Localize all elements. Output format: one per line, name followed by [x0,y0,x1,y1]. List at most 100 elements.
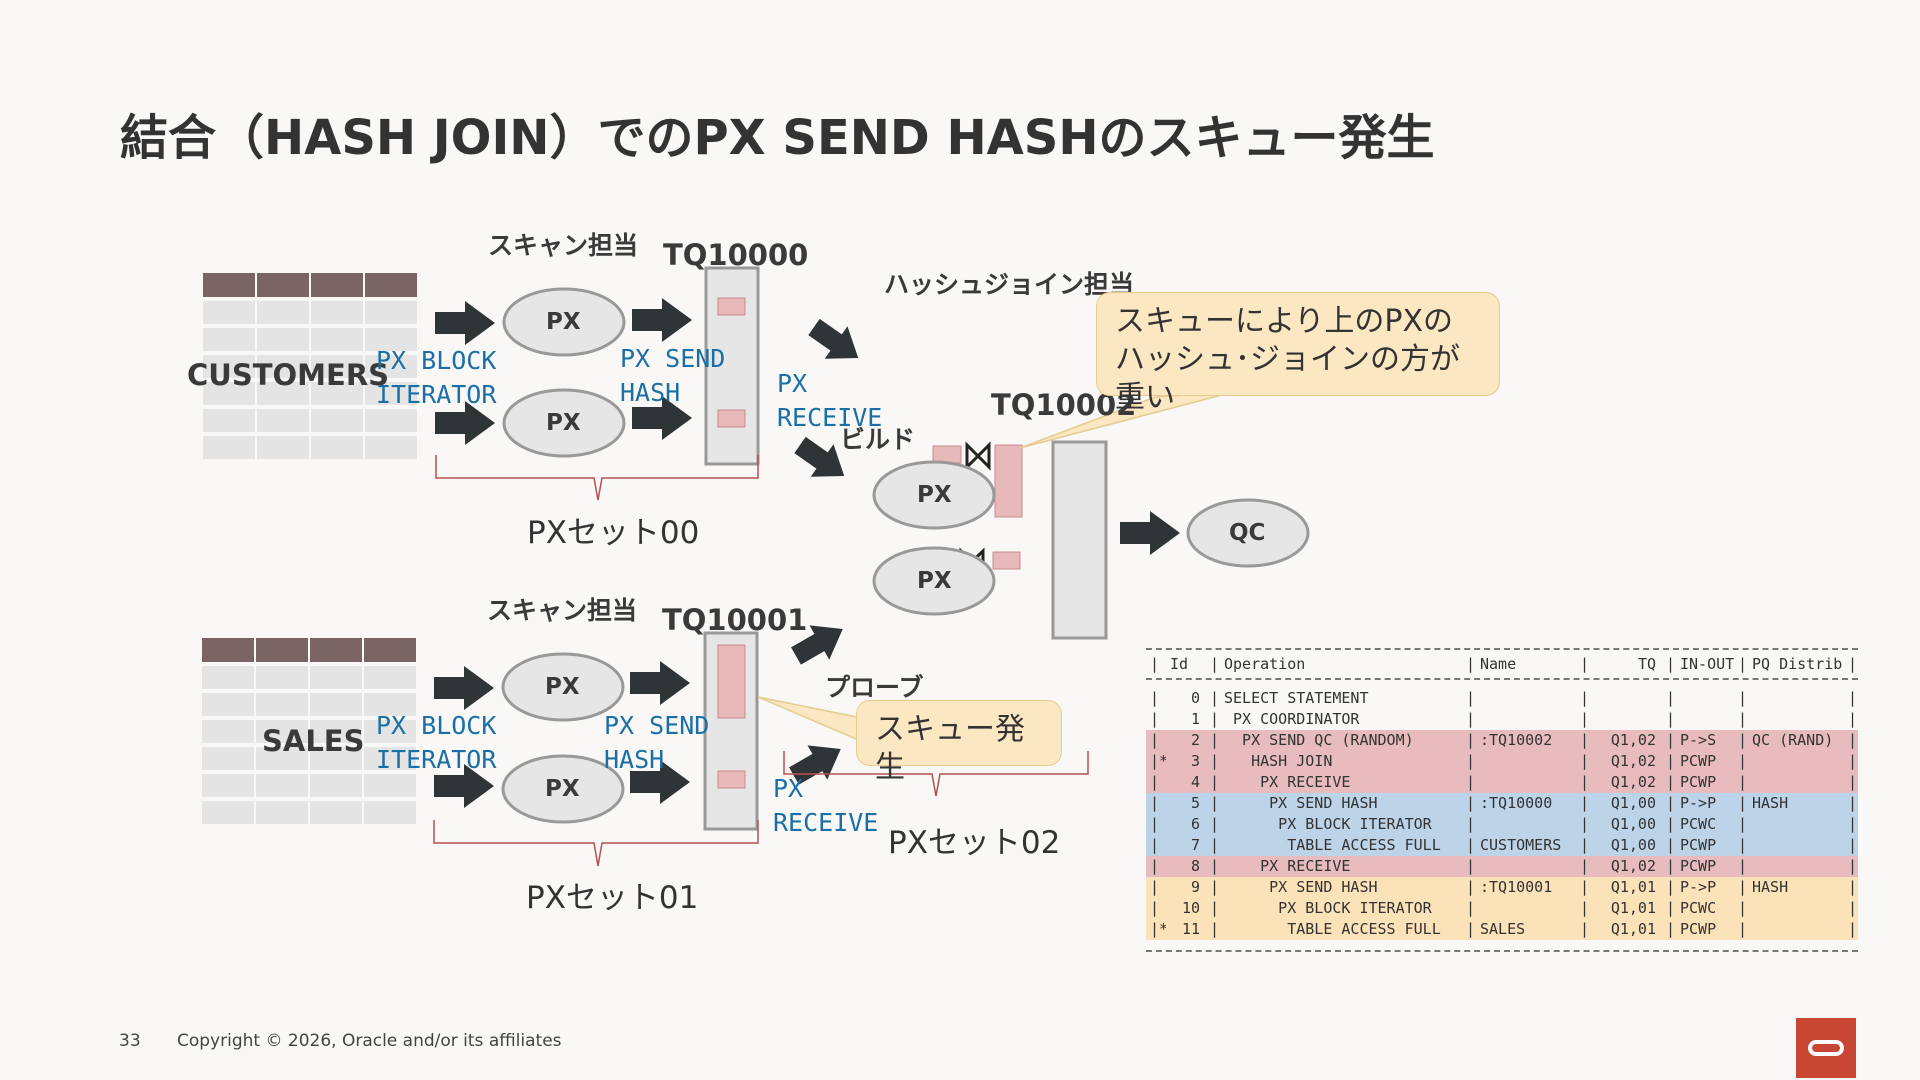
plan-separator: | [1848,752,1858,770]
plan-cell: Q1,02 [1610,773,1656,791]
plan-cell: PX SEND HASH [1224,878,1378,896]
execution-plan: | Id | Operation | Name | TQ | IN-OUT | … [1146,648,1858,952]
plan-header-row: | Id | Operation | Name | TQ | IN-OUT | … [1146,650,1858,678]
plan-separator: | [1150,836,1160,854]
plan-separator: | [1210,857,1220,875]
plan-cell: PX RECEIVE [1224,857,1351,875]
plan-separator: | [1466,920,1476,938]
plan-cell: QC (RAND) [1752,731,1834,749]
plan-cell: Q1,00 [1610,836,1656,854]
plan-separator: | [1738,794,1748,812]
plan-separator: | [1210,794,1220,812]
px-label: PX [546,410,581,436]
plan-separator: | [1666,815,1676,833]
plan-cell [1748,709,1844,730]
plan-row: |7| TABLE ACCESS FULL|CUSTOMERS|Q1,00|PC… [1146,835,1858,856]
px-label: PX [917,482,952,508]
plan-cell [1748,919,1844,940]
arrow-icon [435,301,495,345]
plan-cell: 11 [1181,920,1200,938]
pxset01-label: PXセット01 [526,880,699,916]
plan-divider [1146,950,1858,952]
plan-cell: 10 [1181,899,1200,917]
plan-cell [1476,772,1576,793]
plan-separator: | [1150,815,1160,833]
plan-separator: | [1466,899,1476,917]
plan-separator: | [1738,899,1748,917]
plan-row: |9| PX SEND HASH|:TQ10001|Q1,01|P->P|HAS… [1146,877,1858,898]
plan-cell: 6 [1190,815,1200,833]
plan-separator: | [1210,731,1220,749]
plan-cell: PX COORDINATOR [1224,710,1360,728]
plan-separator: | [1666,689,1676,707]
plan-header-pq: PQ Distrib [1752,655,1843,673]
plan-separator: | [1210,752,1220,770]
plan-separator: | [1738,920,1748,938]
plan-separator: | [1580,689,1590,707]
plan-separator: | [1580,773,1590,791]
plan-cell: P->P [1680,878,1717,896]
skew-explanation-callout: スキューにより上のPXのハッシュ･ジョインの方が重い [1096,292,1500,415]
plan-cell: Q1,01 [1610,899,1656,917]
plan-separator: | [1580,857,1590,875]
brace-pxset02 [783,751,1089,797]
plan-separator: | [1848,731,1858,749]
plan-cell: HASH [1752,878,1789,896]
plan-cell: 1 [1190,710,1200,728]
arrow-icon [1120,511,1180,555]
plan-separator: | [1466,836,1476,854]
plan-separator: | [1466,689,1476,707]
plan-cell: PCWP [1680,920,1717,938]
plan-separator: | [1848,836,1858,854]
arrow-icon [434,666,494,710]
plan-separator: | [1466,815,1476,833]
plan-separator: | [1580,731,1590,749]
plan-cell: :TQ10000 [1480,794,1553,812]
plan-cell: :TQ10001 [1480,878,1553,896]
qc-label: QC [1229,520,1266,546]
plan-cell: PX RECEIVE [1224,773,1351,791]
probe-label: プローブ [825,673,924,702]
plan-cell [1476,751,1576,772]
plan-cell: 0 [1190,689,1200,707]
plan-cell: Q1,01 [1610,878,1656,896]
plan-separator: | [1666,899,1676,917]
plan-cell [1748,772,1844,793]
plan-cell [1748,835,1844,856]
plan-cell: TABLE ACCESS FULL [1224,920,1441,938]
plan-cell: 3 [1190,752,1200,770]
plan-separator: | [1848,794,1858,812]
plan-separator: | [1580,920,1590,938]
plan-separator: | [1738,731,1748,749]
plan-separator: | [1466,773,1476,791]
tq10001-queue [703,631,759,831]
plan-cell: SALES [1480,920,1526,938]
plan-cell: TABLE ACCESS FULL [1224,836,1441,854]
plan-separator: | [1466,878,1476,896]
plan-cell [1476,688,1576,709]
plan-cell: PCWP [1680,836,1717,854]
plan-cell: 4 [1190,773,1200,791]
plan-divider [1146,648,1858,650]
px-send-hash-label: PX SEND HASH [604,711,710,774]
plan-separator: | [1666,878,1676,896]
px-label: PX [917,568,952,594]
plan-separator: | [1580,752,1590,770]
plan-cell: PCWP [1680,857,1717,875]
plan-separator: | [1738,836,1748,854]
plan-cell: Q1,00 [1610,794,1656,812]
plan-separator: | [1666,836,1676,854]
plan-cell: Q1,01 [1610,920,1656,938]
tq10002-queue [1051,440,1108,640]
build-label: ビルド [840,425,916,454]
plan-cell: PX BLOCK ITERATOR [1224,899,1432,917]
plan-cell: 2 [1190,731,1200,749]
plan-row: |6| PX BLOCK ITERATOR||Q1,00|PCWC|| [1146,814,1858,835]
plan-header-operation: Operation [1224,655,1306,673]
callout-pointer [757,696,872,747]
plan-separator: |* [1150,752,1166,770]
px-block-iterator-label: PX BLOCK ITERATOR [376,346,497,409]
plan-cell: P->P [1680,794,1717,812]
plan-header-tq: TQ [1637,655,1656,673]
scan-label-top: スキャン担当 [488,231,639,260]
